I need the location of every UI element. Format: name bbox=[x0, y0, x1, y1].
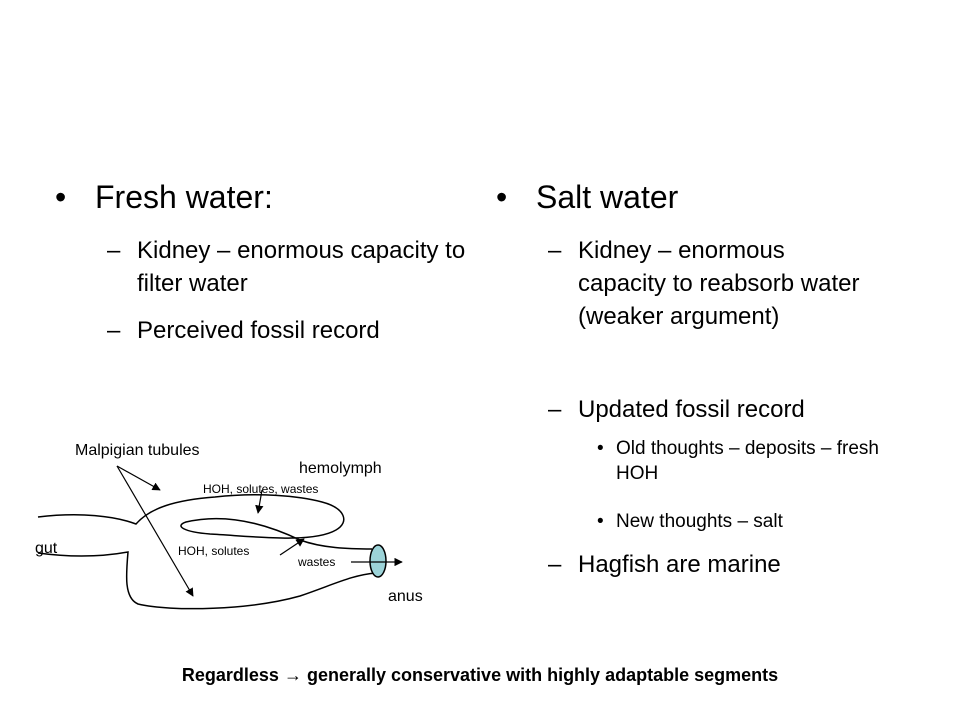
bullet-icon: • bbox=[597, 438, 604, 459]
right-heading: • Salt water bbox=[496, 179, 679, 215]
dash-icon: – bbox=[107, 237, 121, 264]
left-heading: • Fresh water: bbox=[55, 179, 273, 215]
hoh-solutes-wastes-arrow bbox=[255, 489, 264, 514]
dash-icon: – bbox=[548, 237, 562, 264]
gut-tube-upper bbox=[37, 494, 373, 550]
right-item-2: – Updated fossil record bbox=[548, 393, 908, 426]
label-gut: gut bbox=[35, 540, 58, 557]
footer-lead: Regardless bbox=[181, 665, 279, 685]
gut-tube-lower bbox=[37, 551, 377, 610]
dash-icon: – bbox=[107, 317, 121, 344]
dash-icon: – bbox=[548, 551, 562, 578]
right-arrow-icon: → bbox=[283, 665, 302, 685]
label-malpigian-tubules: Malpigian tubules bbox=[75, 442, 200, 459]
right-item-3: – Hagfish are marine bbox=[548, 548, 908, 581]
right-subitem-2: • New thoughts – salt bbox=[597, 511, 783, 532]
left-item-2: – Perceived fossil record bbox=[107, 314, 477, 347]
right-item-1: – Kidney – enormous capacity to reabsorb… bbox=[548, 234, 878, 333]
label-hoh-solutes: HOH, solutes bbox=[178, 544, 250, 558]
malpigian-arrow-upper bbox=[116, 465, 161, 491]
footer-summary: Regardless → generally conservative with… bbox=[0, 664, 960, 686]
label-hemolymph: hemolymph bbox=[299, 460, 382, 477]
left-item-1: – Kidney – enormous capacity to filter w… bbox=[107, 234, 467, 300]
anus-opening bbox=[369, 544, 387, 578]
malpigian-arrow-lower bbox=[116, 465, 194, 597]
label-anus: anus bbox=[388, 588, 423, 605]
hoh-solutes-arrow bbox=[279, 538, 305, 556]
label-wastes: wastes bbox=[298, 555, 336, 569]
label-hoh-solutes-wastes: HOH, solutes, wastes bbox=[203, 482, 319, 496]
footer-text: generally conservative with highly adapt… bbox=[306, 665, 779, 685]
bullet-icon: • bbox=[55, 179, 67, 215]
dash-icon: – bbox=[548, 396, 562, 423]
right-subitem-1: • Old thoughts – deposits – fresh HOH bbox=[597, 438, 879, 484]
bullet-icon: • bbox=[496, 179, 508, 215]
bullet-icon: • bbox=[597, 511, 604, 532]
